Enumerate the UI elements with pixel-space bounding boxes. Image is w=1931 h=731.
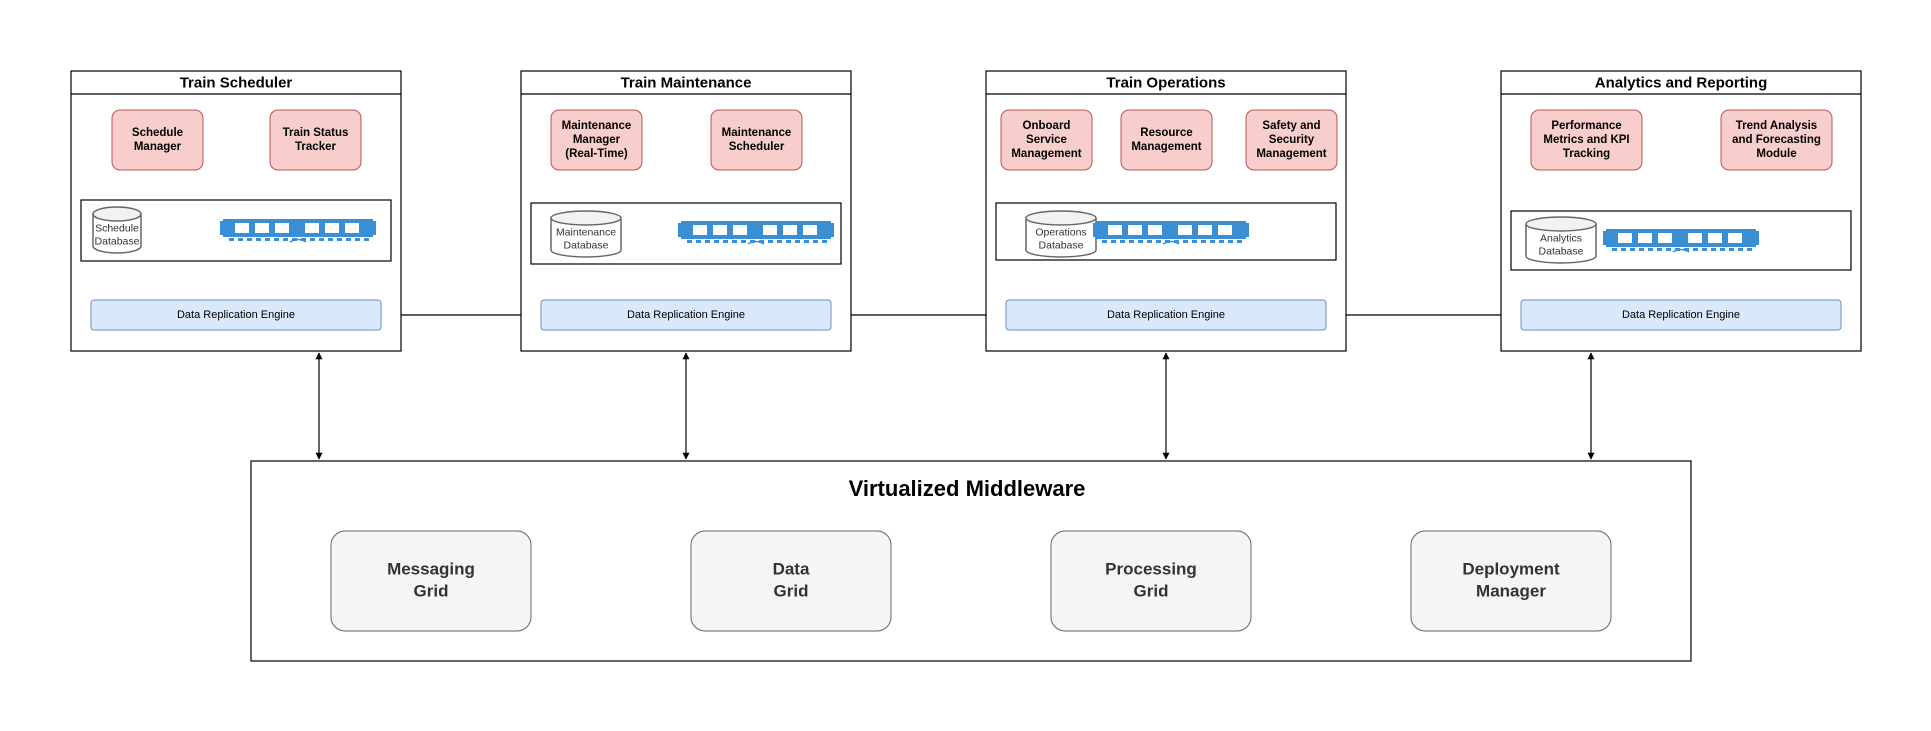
- server-rack-icon: [1603, 229, 1759, 253]
- data-replication-engine: Data Replication Engine: [1520, 299, 1842, 331]
- data-replication-engine: Data Replication Engine: [1005, 299, 1327, 331]
- subsystem-title: Train Operations: [1106, 74, 1225, 91]
- data-replication-engine: Data Replication Engine: [540, 299, 832, 331]
- engine-label: Data Replication Engine: [177, 309, 295, 321]
- subsystem-title: Train Maintenance: [621, 74, 752, 91]
- engine-label: Data Replication Engine: [1107, 309, 1225, 321]
- engine-label: Data Replication Engine: [627, 309, 745, 321]
- engine-label: Data Replication Engine: [1622, 309, 1740, 321]
- server-rack-icon: [220, 219, 376, 243]
- subsystem-title: Analytics and Reporting: [1595, 74, 1768, 91]
- server-rack-icon: [1093, 221, 1249, 245]
- data-replication-engine: Data Replication Engine: [90, 299, 382, 331]
- subsystem-title: Train Scheduler: [180, 74, 293, 91]
- server-rack-icon: [678, 221, 834, 245]
- middleware-title: Virtualized Middleware: [849, 476, 1086, 501]
